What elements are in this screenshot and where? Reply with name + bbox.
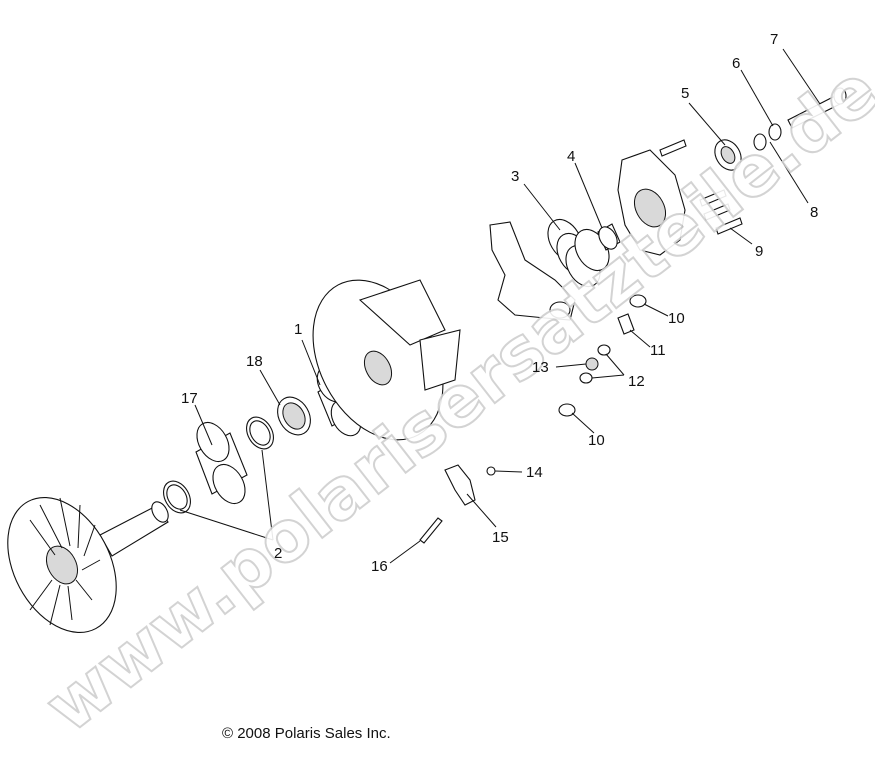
callout-15: 15	[492, 529, 509, 546]
callout-3: 3	[511, 168, 519, 185]
callout-10-lower: 10	[588, 432, 605, 449]
retaining-rings	[163, 416, 274, 514]
watermark: www.polarisersatzteile.de	[30, 49, 875, 749]
copyright-notice: © 2008 Polaris Sales Inc.	[222, 725, 391, 742]
callout-2: 2	[274, 545, 282, 562]
callout-1: 1	[294, 321, 302, 338]
callout-4: 4	[567, 148, 575, 165]
callout-6: 6	[732, 55, 740, 72]
spider-assembly	[489, 221, 576, 321]
screws-9	[659, 139, 743, 235]
callout-labels: 1 2 3 4 5 6 7 8 9 10 11 12 13 10 14 15 1…	[181, 31, 818, 575]
callout-5: 5	[681, 85, 689, 102]
spring-3	[547, 218, 610, 288]
leader-lines	[179, 48, 821, 564]
callout-17: 17	[181, 390, 198, 407]
callout-7: 7	[770, 31, 778, 48]
fixed-sheave-shaft	[7, 497, 169, 633]
callout-13: 13	[532, 359, 549, 376]
callout-8: 8	[810, 204, 818, 221]
bushing-4	[597, 223, 621, 251]
movable-sheave	[312, 279, 461, 441]
bolt-7	[787, 87, 847, 129]
washers	[753, 123, 782, 151]
cover-plate	[617, 149, 686, 256]
callout-10-upper: 10	[668, 310, 685, 327]
callout-14: 14	[526, 464, 543, 481]
callout-16: 16	[371, 558, 388, 575]
callout-18: 18	[246, 353, 263, 370]
bushing-17	[195, 421, 248, 505]
callout-12: 12	[628, 373, 645, 390]
bushing-5	[714, 139, 742, 171]
callout-11: 11	[650, 342, 666, 359]
weight-hardware	[419, 464, 496, 544]
small-hardware	[558, 294, 647, 417]
callout-9: 9	[755, 243, 763, 260]
seal-18	[277, 396, 311, 436]
